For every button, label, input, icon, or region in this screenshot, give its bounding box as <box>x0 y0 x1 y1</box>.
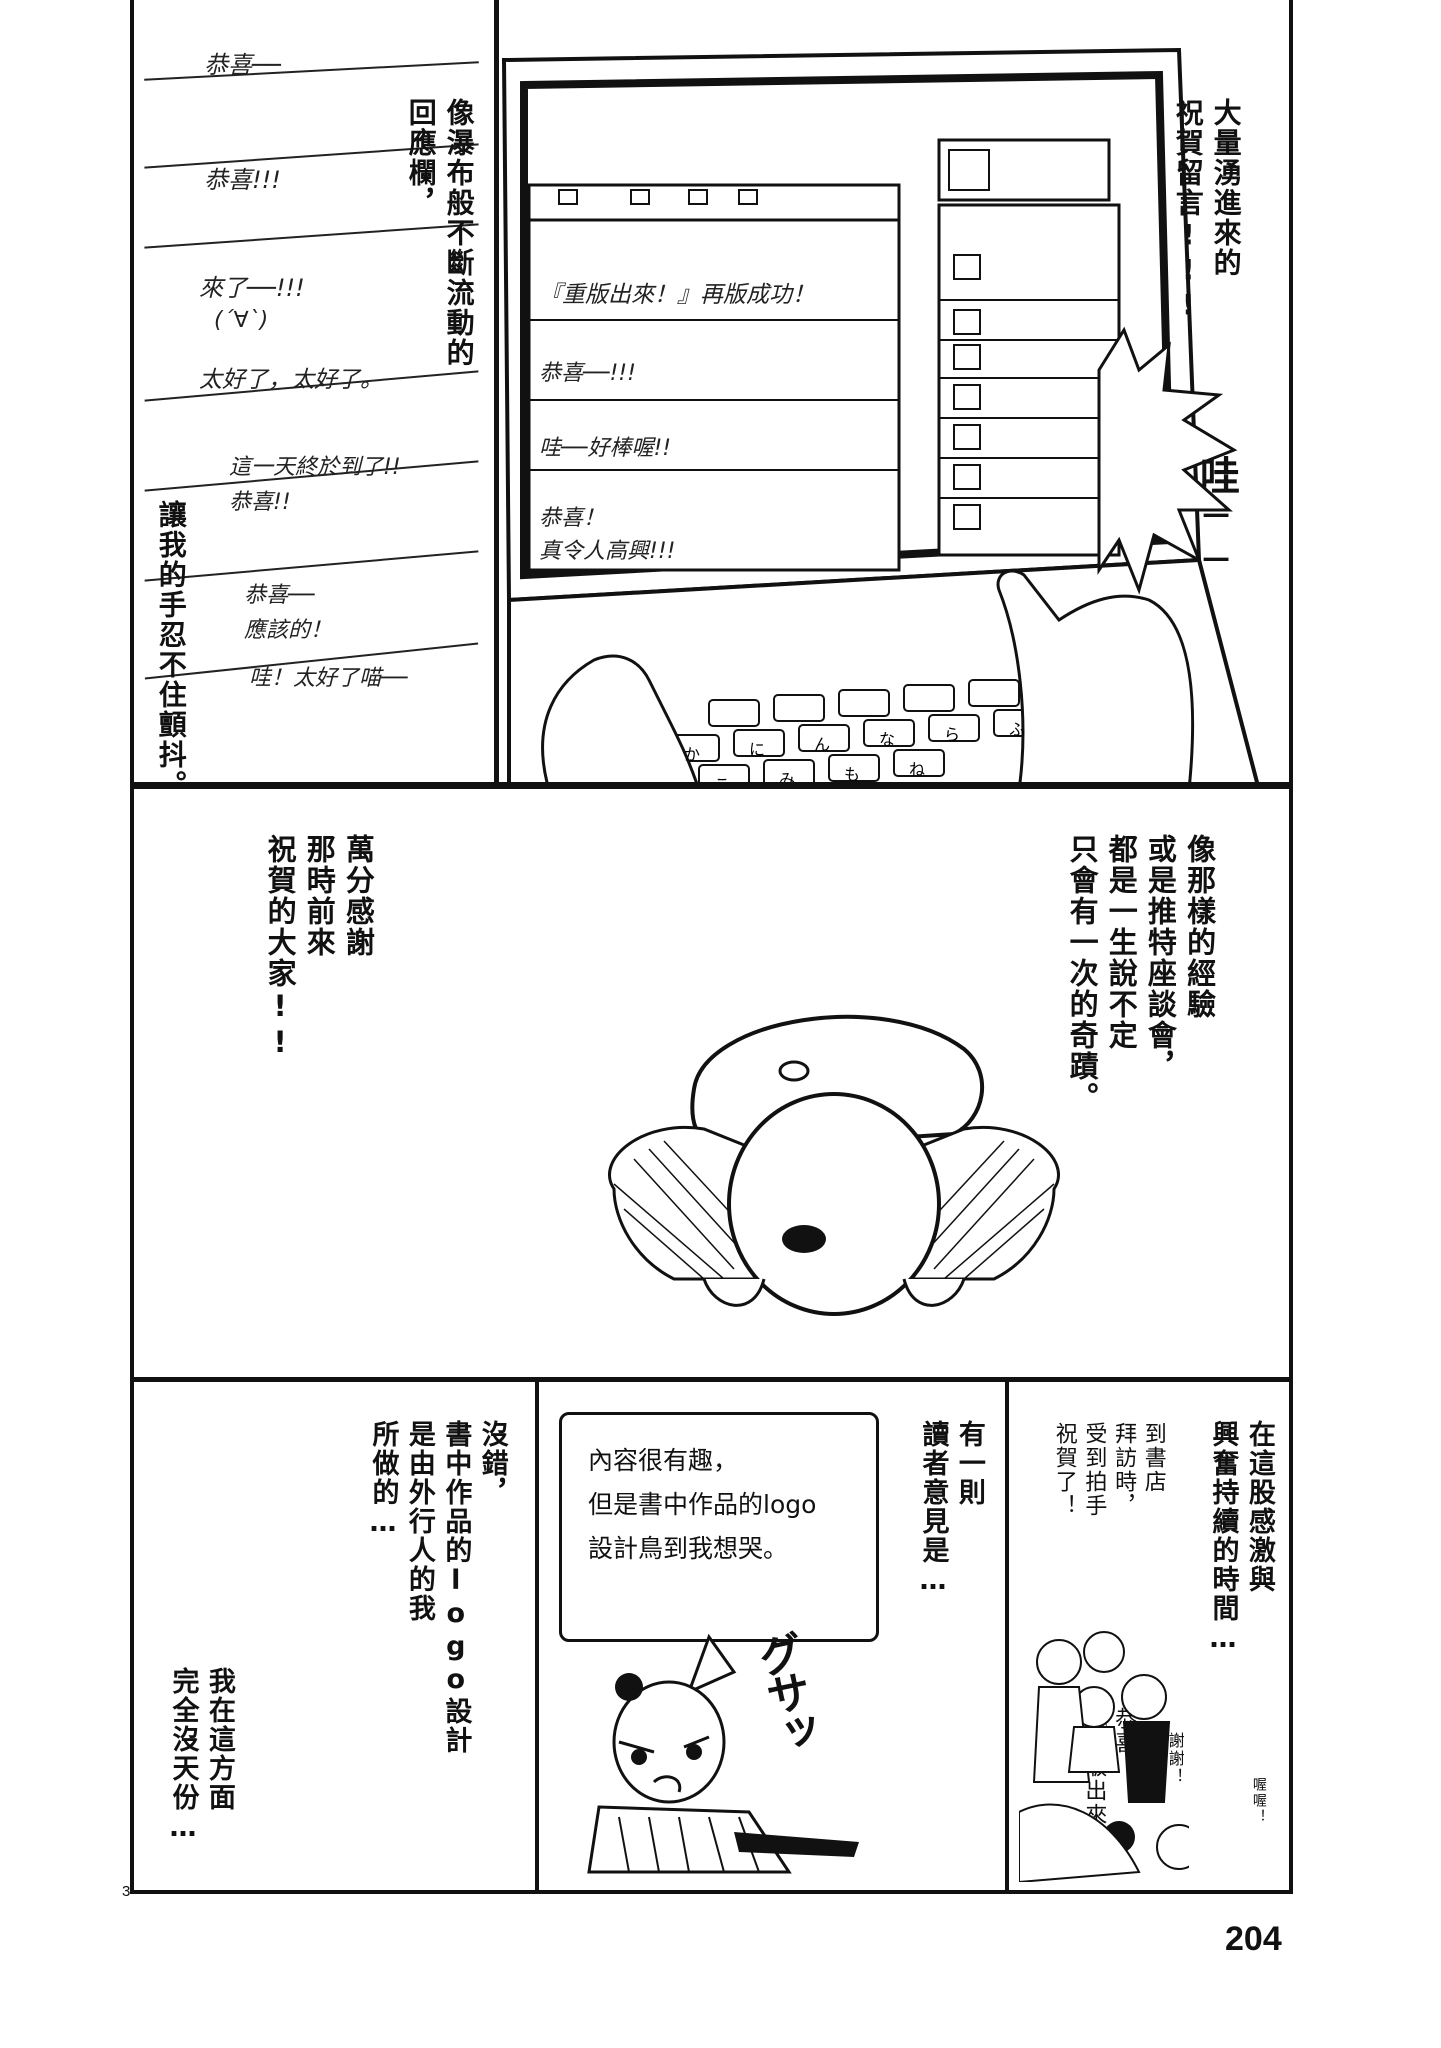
reader-opinion-caption: 有一則 讀者意見是… <box>917 1420 985 1598</box>
comment-7: 恭喜── 應該的！ <box>244 583 333 644</box>
keyboard-key-label: に <box>749 740 765 759</box>
keyboard-key-label: ね <box>909 760 925 779</box>
screen-post-2: 恭喜──!!! <box>539 361 636 386</box>
thanks-caption: 萬分感謝 那時前來 祝賀的大家!! <box>263 834 376 1061</box>
comment-6: 這一天終於到了!! 恭喜!! <box>229 455 401 516</box>
keyboard-key-label: み <box>779 770 795 786</box>
stabbed-character-illustration <box>587 1633 859 1874</box>
staff-group-illustration <box>1019 1631 1189 1882</box>
screen-post-3: 哇──好棒喔!! <box>539 436 672 461</box>
reader-comment-bubble: 內容很有趣， 但是書中作品的logo 設計鳥到我想哭。 <box>559 1412 879 1642</box>
panel-computer-screen: 恭喜── 恭喜!!! 來了──!!! (´∀`) 太好了，太好了。 這一天終於到… <box>130 0 1293 786</box>
laptop-illustration: か に ん な ら ふこ み も ね <box>501 47 1259 786</box>
comment-3: 來了──!!! <box>199 274 305 302</box>
screen-caption: 大量湧進來的 祝賀留言!!! <box>1171 98 1243 323</box>
comment-strip: 恭喜── 恭喜!!! 來了──!!! (´∀`) 太好了，太好了。 這一天終於到… <box>134 0 494 786</box>
miracle-caption: 像那樣的經驗 或是推特座談會， 都是一生說不定 只會有一次的奇蹟。 <box>1065 834 1217 1113</box>
panel-no-talent: 沒錯， 書中作品的logo設計 是由外行人的我 所做的… 我在這方面 完全沒天份… <box>130 1378 539 1894</box>
waterfall-caption: 像瀑布般不斷流動的 回應欄， <box>404 98 476 368</box>
comment-5: 太好了，太好了。 <box>199 367 383 393</box>
page-marker: 3 <box>122 1883 131 1900</box>
bowing-character-illustration <box>608 1014 1060 1316</box>
keyboard-key-label: も <box>844 765 860 784</box>
keyboard-key-label: ふ <box>1009 720 1025 739</box>
bookstore-aside: 到書店 拜訪時， 受到拍手 祝賀了！ <box>1051 1422 1166 1518</box>
sfx-wa: 哇── <box>1193 455 1239 581</box>
panel-bowing-character: 像那樣的經驗 或是推特座談會， 都是一生說不定 只會有一次的奇蹟。 萬分感謝 那… <box>130 785 1293 1381</box>
no-talent-caption: 我在這方面 完全沒天份… <box>167 1667 235 1845</box>
gratitude-caption: 在這股感激與 興奮持續的時間… <box>1207 1420 1275 1656</box>
keyboard-key-label: か <box>684 745 700 764</box>
screen-post-4: 恭喜！ 真令人高興!!! <box>539 506 676 564</box>
comment-8: 哇！太好了喵── <box>249 666 408 691</box>
wow-speech: 喔喔！ <box>1250 1777 1267 1825</box>
keyboard-key-label: ん <box>814 735 830 754</box>
comment-1: 恭喜── <box>204 51 281 79</box>
logo-design-caption: 沒錯， 書中作品的logo設計 是由外行人的我 所做的… <box>367 1420 508 1755</box>
panel-reader-opinion: 有一則 讀者意見是… 內容很有趣， 但是書中作品的logo 設計鳥到我想哭。 グ… <box>535 1378 1009 1894</box>
screen-post-1: 『重版出來！』再版成功！ <box>539 282 815 308</box>
thanks-speech: 謝謝！ <box>1165 1732 1185 1786</box>
panel-bookstore-visit: 在這股感激與 興奮持續的時間… 到書店 拜訪時， 受到拍手 祝賀了！ 恭喜 『重… <box>1005 1378 1293 1894</box>
keyboard-key-label: な <box>879 730 895 749</box>
comment-4: (´∀`) <box>214 308 269 333</box>
hands-caption: 讓我的手忍不住顫抖。 <box>154 500 188 786</box>
comment-2: 恭喜!!! <box>204 166 281 194</box>
page-number: 204 <box>1225 1920 1282 1958</box>
keyboard-key-label: こ <box>714 775 730 786</box>
keyboard-key-label: ら <box>944 725 960 744</box>
